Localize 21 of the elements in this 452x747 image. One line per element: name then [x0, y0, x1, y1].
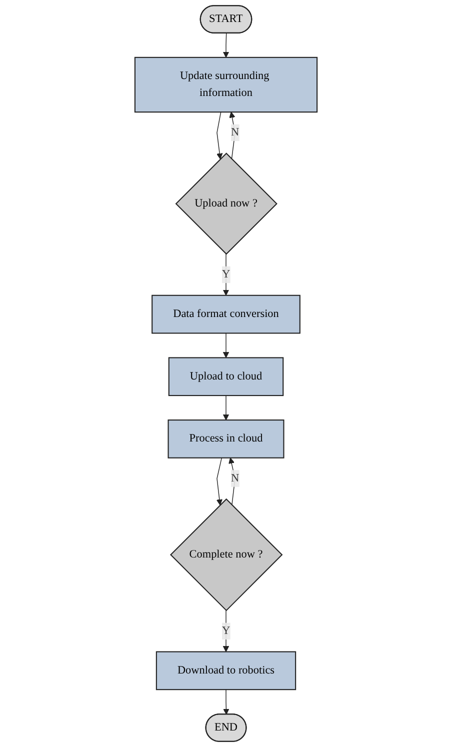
arrow — [216, 458, 223, 506]
node-diamond: Complete now ? — [170, 498, 283, 612]
arrow — [228, 458, 236, 506]
arrow — [222, 610, 230, 652]
arrow — [222, 32, 230, 58]
arrow — [222, 395, 230, 420]
node-box: Process in cloud — [168, 420, 284, 458]
node-box: Download to robotics — [156, 651, 296, 690]
edge-label: N — [230, 472, 240, 484]
edge-label: Y — [222, 624, 230, 637]
edge-label: Y — [222, 268, 230, 280]
node-diamond: Upload now ? — [175, 152, 278, 255]
node-box: Update surrounding information — [134, 56, 318, 113]
arrow — [229, 112, 236, 160]
arrow — [222, 332, 230, 358]
arrow — [216, 112, 223, 160]
node-box: Data format conversion — [152, 294, 300, 334]
arrow — [223, 689, 230, 715]
arrow — [222, 254, 230, 296]
node-box: Upload to cloud — [168, 357, 284, 396]
edge-label: N — [230, 126, 240, 138]
